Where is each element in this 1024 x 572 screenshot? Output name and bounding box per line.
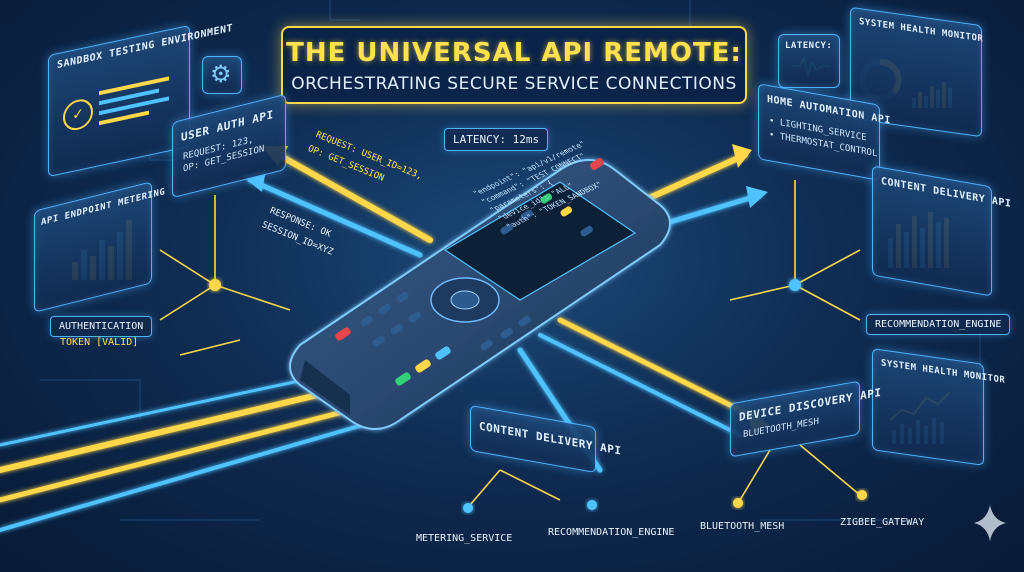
metering-service-label: METERING_SERVICE bbox=[416, 533, 513, 544]
node-metering bbox=[463, 503, 473, 513]
remote-screen bbox=[443, 181, 637, 301]
dpad-center-button[interactable] bbox=[450, 290, 480, 310]
universal-remote bbox=[289, 157, 671, 430]
arrowhead-home bbox=[732, 144, 752, 168]
node-recommendation bbox=[587, 500, 597, 510]
gear-icon: ⚙ bbox=[210, 60, 232, 88]
page-title: THE UNIVERSAL API REMOTE: bbox=[286, 38, 742, 68]
bluetooth-mesh-label: BLUETOOTH_MESH bbox=[700, 521, 785, 532]
node-right bbox=[789, 279, 801, 291]
content-delivery-right-panel: CONTENT DELIVERY API bbox=[872, 165, 1011, 297]
arrowhead-content bbox=[746, 186, 768, 208]
page-subtitle: ORCHESTRATING SECURE SERVICE CONNECTIONS bbox=[291, 74, 737, 94]
recommendation-bottom-label: RECOMMENDATION_ENGINE bbox=[548, 527, 675, 538]
node-zigbee bbox=[857, 490, 867, 500]
gear-panel: ⚙ bbox=[202, 56, 242, 94]
zigbee-label: ZIGBEE_GATEWAY bbox=[840, 517, 925, 528]
remote-buttons[interactable] bbox=[334, 157, 605, 387]
system-health-bottom-panel: SYSTEM HEALTH MONITOR bbox=[872, 348, 1005, 466]
title-box: THE UNIVERSAL API REMOTE: ORCHESTRATING … bbox=[281, 26, 747, 104]
latency-panel: LATENCY: bbox=[778, 34, 840, 88]
token-label: TOKEN [VALID] bbox=[60, 337, 139, 348]
authentication-label: AUTHENTICATION bbox=[50, 316, 153, 337]
node-bluetooth bbox=[733, 498, 743, 508]
latency-title: LATENCY: bbox=[785, 41, 833, 51]
node-left bbox=[209, 279, 221, 291]
shield-check-icon: ✓ bbox=[63, 96, 93, 133]
connector-lines bbox=[159, 180, 861, 506]
sparkle-icon bbox=[974, 505, 1006, 541]
recommendation-right-label: RECOMMENDATION_ENGINE bbox=[866, 314, 1011, 335]
data-flow-bands bbox=[0, 147, 763, 532]
latency-center-label: LATENCY: 12ms bbox=[444, 128, 549, 151]
